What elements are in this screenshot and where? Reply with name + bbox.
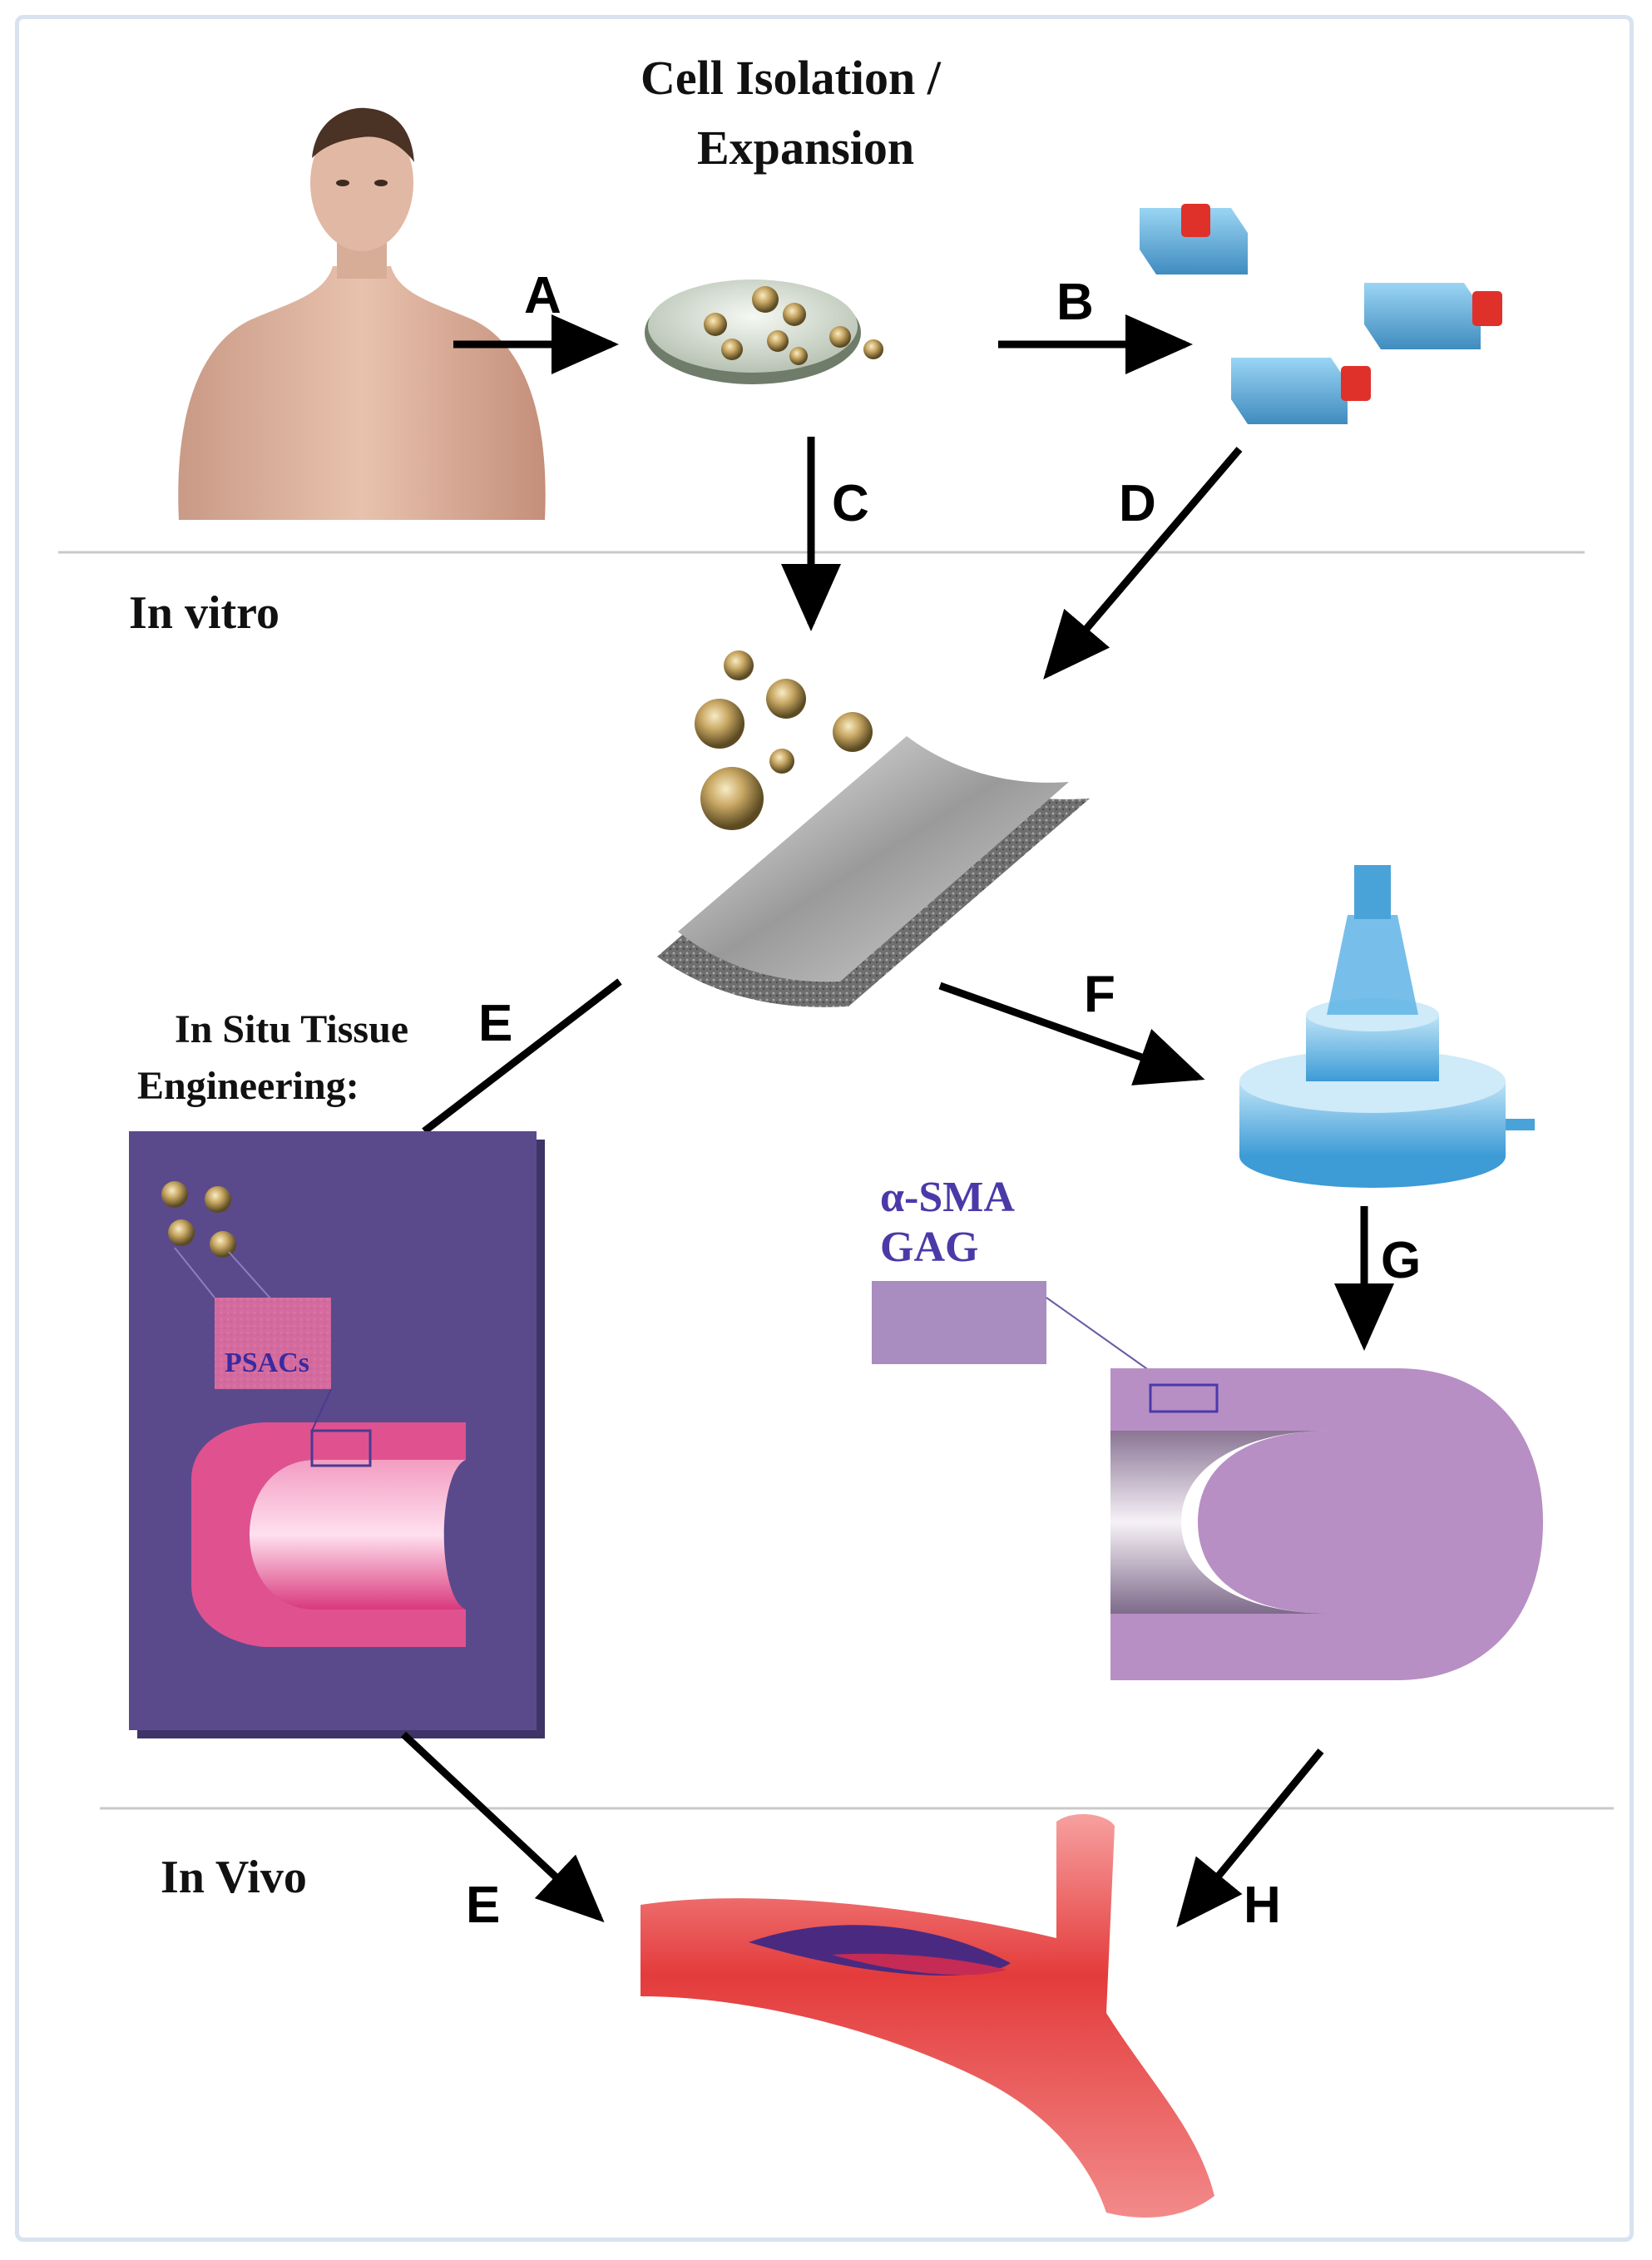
step-label-d: D — [1119, 475, 1156, 532]
psacs-label: PSACs — [225, 1348, 310, 1378]
step-label-h: H — [1244, 1877, 1281, 1934]
marker-gag: GAG — [880, 1224, 979, 1271]
title-line2: Expansion — [697, 121, 915, 175]
step-label-e-upper: E — [478, 995, 513, 1052]
marker-sma: α-SMA — [880, 1174, 1015, 1221]
histology-inset — [872, 1281, 1046, 1364]
step-label-c: C — [832, 475, 869, 532]
step-label-f: F — [1084, 966, 1115, 1023]
stage-invitro: In vitro — [129, 587, 279, 639]
seeding-cells-icon — [695, 650, 873, 830]
inset-connector — [1046, 1297, 1153, 1373]
step-label-b: B — [1056, 274, 1094, 331]
human-torso-icon — [178, 107, 546, 520]
arrow-e-lower — [400, 1731, 605, 1923]
figure-border — [15, 15, 1634, 2242]
step-label-g: G — [1381, 1232, 1422, 1289]
insitu-panel — [129, 1131, 545, 1738]
arrow-d — [1043, 447, 1243, 680]
bioreactor-icon — [1239, 865, 1535, 1188]
arrow-h — [1176, 1748, 1324, 1927]
stage-invivo: In Vivo — [161, 1852, 307, 1903]
culture-flask-icon — [1364, 283, 1502, 349]
blood-vessel-icon — [641, 1813, 1214, 2218]
insitu-line2: Engineering: — [137, 1064, 359, 1108]
step-label-e-lower: E — [466, 1877, 501, 1934]
arrow-e-upper — [422, 978, 622, 1135]
culture-flask-icon — [1140, 204, 1248, 274]
title-line1: Cell Isolation / — [641, 51, 941, 105]
step-label-a: A — [524, 267, 561, 324]
arrow-f — [938, 982, 1205, 1085]
petri-dish-icon — [645, 279, 883, 384]
engineered-vessel-icon — [1110, 1368, 1543, 1680]
culture-flask-icon — [1231, 358, 1371, 424]
insitu-line1: In Situ Tissue — [175, 1007, 409, 1051]
scaffold-icon — [657, 736, 1090, 1007]
